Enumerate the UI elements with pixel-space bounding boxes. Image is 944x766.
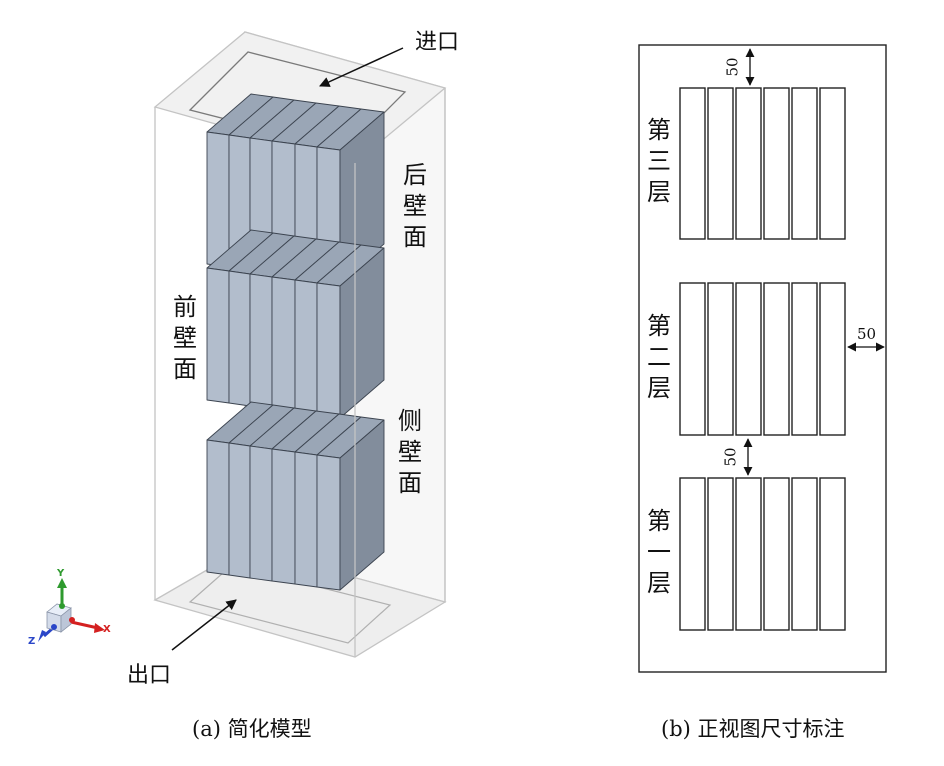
cell-front-face — [294, 451, 318, 588]
cell-front-face — [249, 273, 273, 410]
cell-front-face — [206, 267, 230, 404]
simplified-model-panel — [38, 31, 447, 658]
cell-outline — [735, 477, 762, 631]
y-axis-label: Y — [57, 568, 65, 579]
cell-outline — [679, 87, 706, 240]
front-view-panel — [638, 44, 887, 673]
outlet-opening — [188, 564, 392, 644]
inlet-arrow — [319, 47, 404, 87]
cell-outline — [707, 282, 734, 436]
x-axis-arrow-icon — [94, 623, 105, 633]
cell-front-face — [271, 448, 296, 585]
layer-side-face — [339, 247, 385, 419]
dim-between-value: 50 — [721, 447, 740, 467]
inlet-label: 进口 — [415, 30, 460, 55]
cell-outline — [735, 282, 762, 436]
cell-outline — [763, 87, 790, 240]
dim-top-value: 50 — [723, 57, 742, 77]
cell-outline — [791, 282, 818, 436]
cell-front-face — [206, 439, 230, 576]
cell-outline — [819, 477, 846, 631]
cell-outline — [679, 282, 706, 436]
cell-front-face — [206, 131, 230, 268]
layer-side-face — [339, 111, 385, 283]
cell-front-face — [249, 445, 273, 582]
cell-outline — [763, 282, 790, 436]
cell-front-face — [228, 270, 251, 407]
dim-side-value: 50 — [857, 325, 877, 343]
cell-front-face — [316, 282, 341, 419]
cell-outline — [791, 477, 818, 631]
cell-outline — [679, 477, 706, 631]
layer-2-label: 第二层 — [647, 312, 671, 402]
x-axis-label: X — [103, 624, 111, 635]
caption-b: (b) 正视图尺寸标注 — [661, 717, 845, 741]
caption-a: (a) 简化模型 — [192, 717, 312, 741]
cell-front-face — [294, 279, 318, 416]
cell-outline — [791, 87, 818, 240]
cell-front-face — [228, 442, 251, 579]
layer-side-face — [339, 419, 385, 591]
side-wall-label: 侧壁面 — [398, 407, 422, 497]
cell-front-face — [271, 276, 296, 413]
box-front-edges — [154, 88, 446, 657]
cell-outline — [707, 477, 734, 631]
cell-outline — [819, 282, 846, 436]
y-axis-arrow-icon — [57, 578, 67, 588]
front-wall-label: 前壁面 — [173, 293, 197, 383]
back-wall-label: 后壁面 — [403, 161, 427, 251]
cell-rows — [679, 87, 846, 631]
layer-1-label: 第一层 — [647, 507, 671, 597]
axis-triad — [38, 578, 105, 642]
front-view-outline — [638, 44, 887, 673]
outlet-arrow — [171, 599, 237, 651]
cell-front-face — [316, 454, 341, 591]
cell-outline — [707, 87, 734, 240]
z-axis-arrow-icon — [38, 630, 46, 642]
cell-outline — [735, 87, 762, 240]
layer-3-label: 第三层 — [647, 116, 671, 206]
cell-outline — [819, 87, 846, 240]
z-axis-label: Z — [28, 636, 36, 647]
outlet-label: 出口 — [127, 663, 172, 688]
cell-outline — [763, 477, 790, 631]
battery-block-stack — [206, 93, 385, 591]
